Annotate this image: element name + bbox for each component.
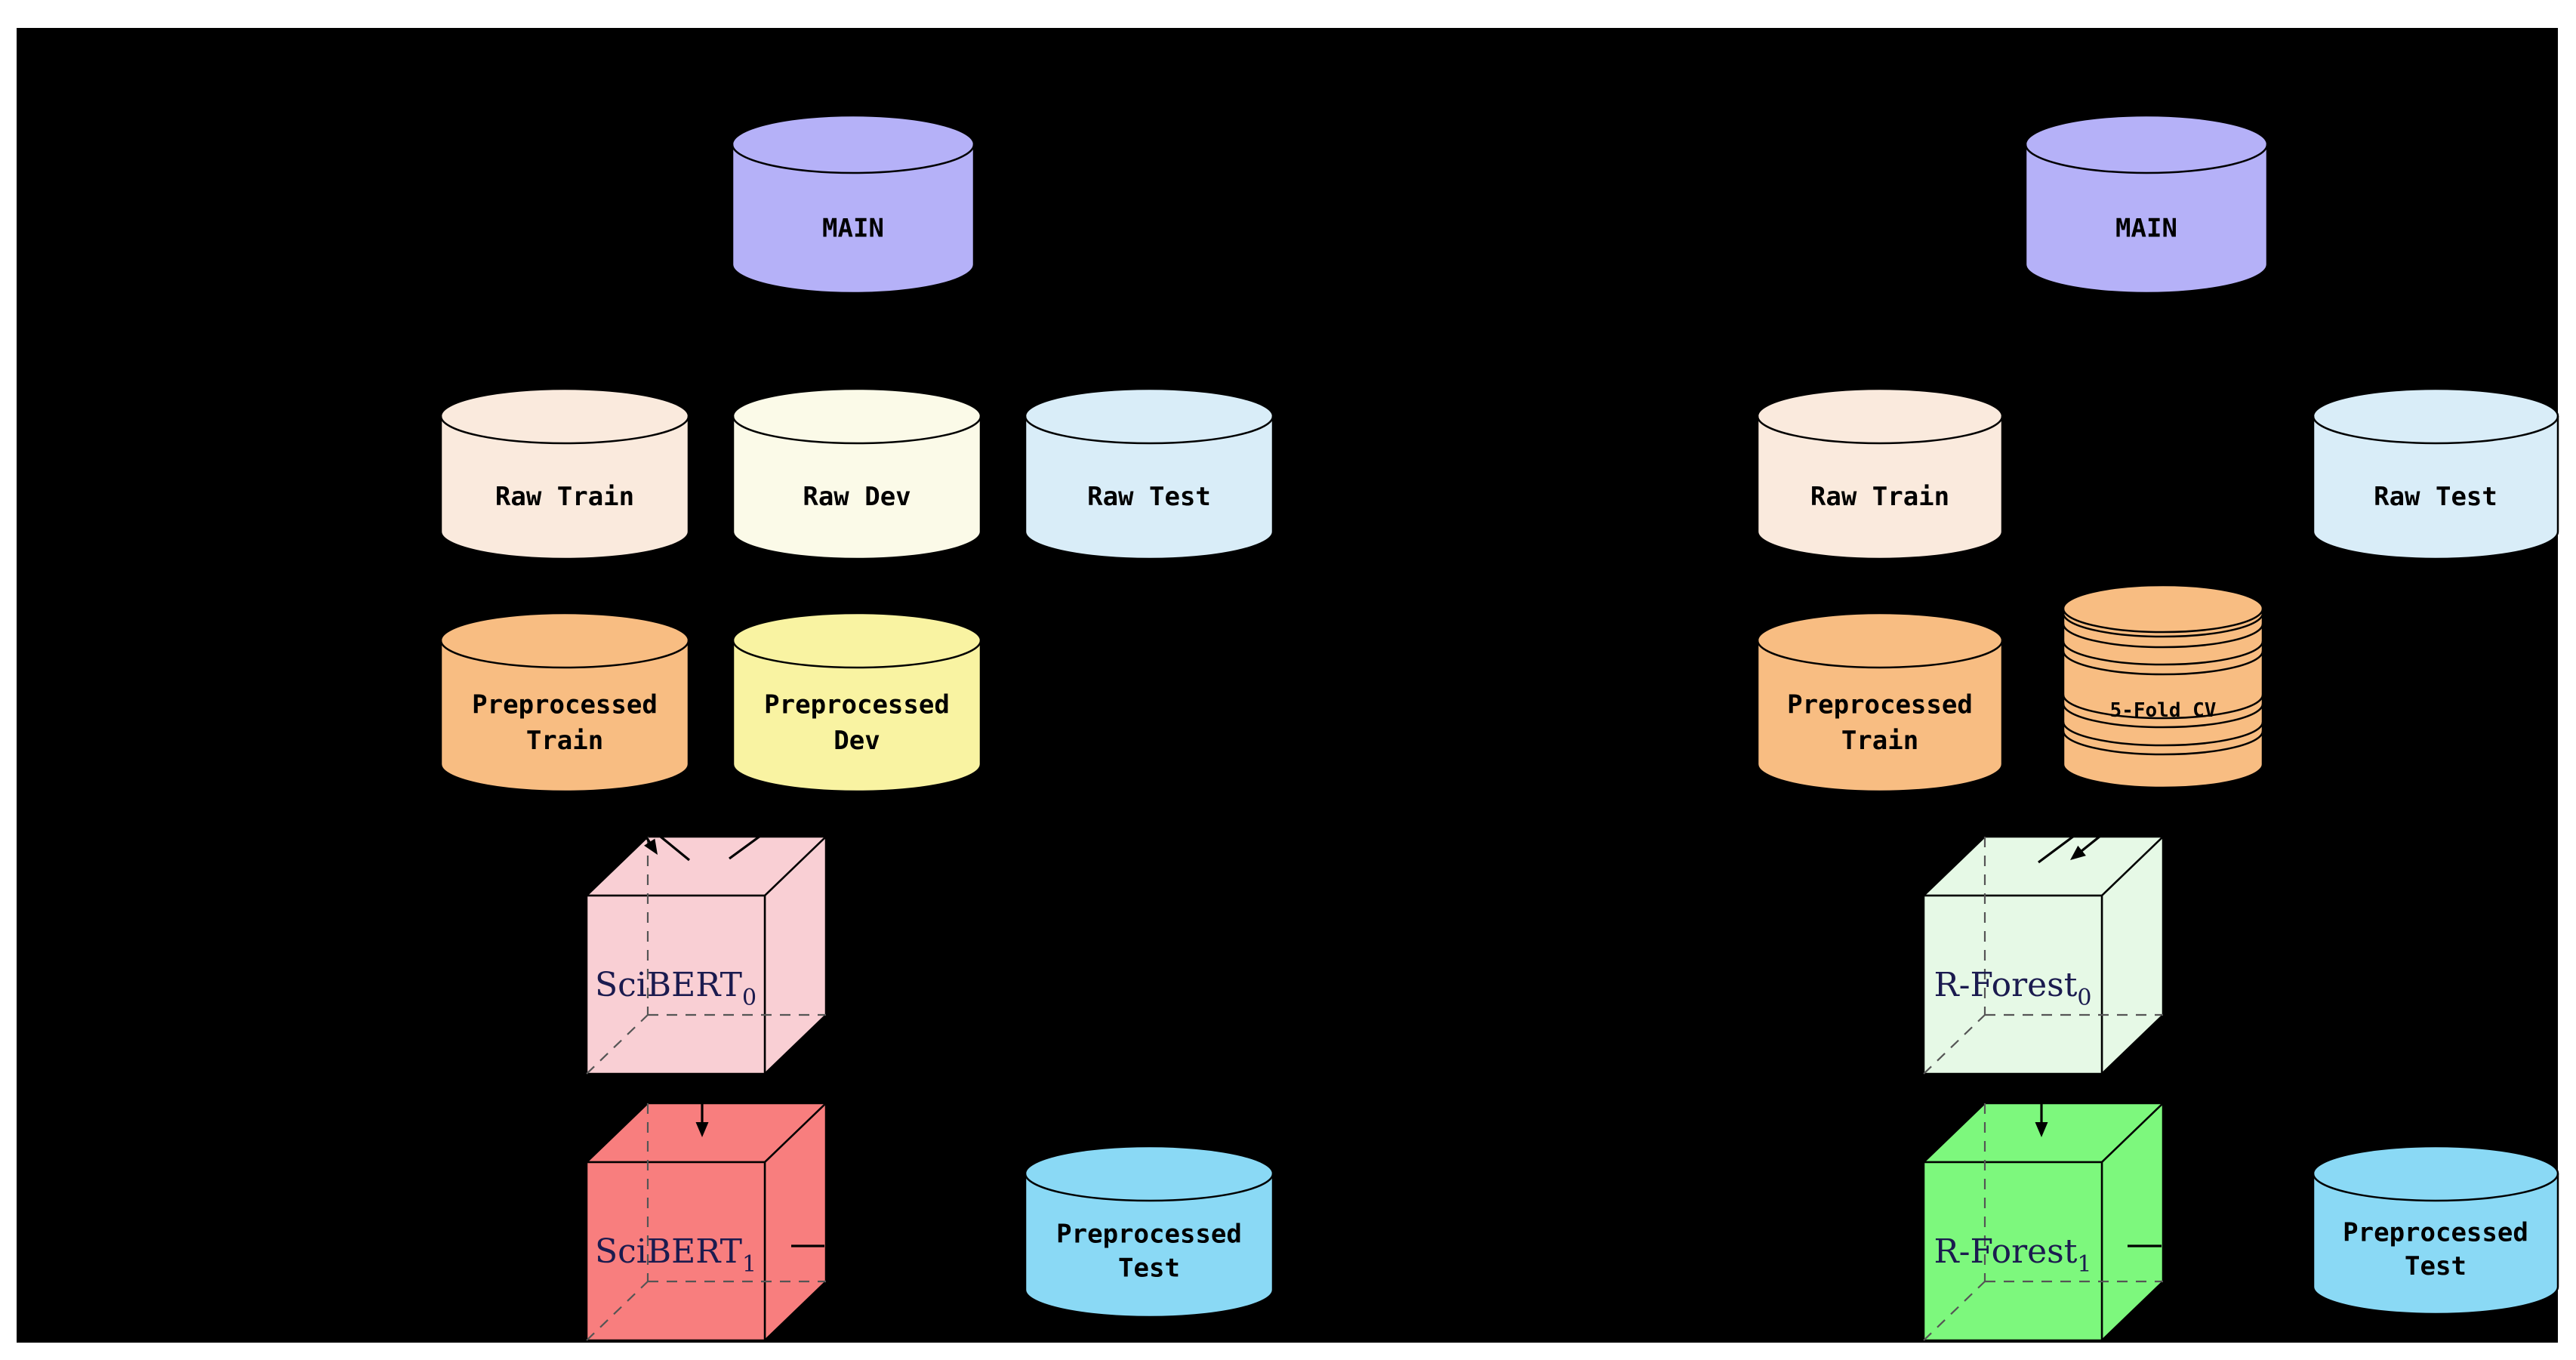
cylinder-raw-dev-label-line1: Raw Dev: [803, 482, 911, 512]
cylinder-prep-train-left-label-line2: Train: [526, 726, 603, 756]
cube-rforest0-label: R-Forest0: [1934, 966, 2091, 1011]
cylinder-raw-train-left: Raw Train: [439, 387, 690, 560]
cylinder-main-left: MAIN: [731, 114, 975, 295]
cylinder-raw-train-right: Raw Train: [1756, 387, 2004, 560]
cylinder-raw-train-left-label-line1: Raw Train: [495, 482, 634, 512]
cylinder-five-fold-cv-label-line1: 5-Fold CV: [2110, 699, 2217, 722]
cylinder-prep-test-right-label-line1: Preprocessed: [2343, 1217, 2528, 1247]
cube-rforest1: R-Forest1: [1922, 1102, 2165, 1342]
arrow-scibert0-to-scibert1: [695, 1104, 709, 1137]
cylinder-raw-test-left: Raw Test: [1024, 387, 1274, 560]
cube-scibert1-label: SciBERT1: [595, 1232, 756, 1278]
cylinder-prep-train-left-label-line1: Preprocessed: [472, 690, 658, 720]
arrow-into-rforest0-right: [2070, 834, 2101, 860]
cylinder-raw-train-right-label-line1: Raw Train: [1810, 482, 1949, 512]
cube-scibert0-label: SciBERT0: [595, 966, 756, 1011]
cylinder-main-left-label-line1: MAIN: [822, 213, 884, 243]
cylinder-five-fold-cv: 5-Fold CV: [2062, 584, 2264, 789]
cylinder-prep-train-right-label-line2: Train: [1841, 726, 1918, 756]
cylinder-prep-dev-label-line2: Dev: [834, 726, 880, 756]
cube-scibert1: SciBERT1: [585, 1102, 827, 1342]
cylinder-raw-test-right: Raw Test: [2312, 387, 2559, 560]
cube-scibert0: SciBERT0: [585, 835, 827, 1075]
cylinder-prep-test-right-label-line2: Test: [2405, 1251, 2467, 1281]
cube-rforest1-label: R-Forest1: [1934, 1232, 2091, 1278]
line-into-scibert0-mid: [659, 835, 691, 862]
cube-rforest0: R-Forest0: [1922, 835, 2165, 1075]
cylinder-raw-test-left-label-line1: Raw Test: [1087, 482, 1211, 512]
cylinder-raw-test-right-label-line1: Raw Test: [2374, 482, 2497, 512]
cylinder-prep-dev-label-line1: Preprocessed: [764, 690, 950, 720]
cylinder-prep-test-left-label-line2: Test: [1118, 1254, 1180, 1284]
cylinder-prep-train-right-label-line1: Preprocessed: [1787, 690, 1973, 720]
cylinder-main-right: MAIN: [2024, 114, 2269, 295]
line-into-rforest0-left: [2038, 834, 2075, 864]
line-into-scibert0-right: [729, 834, 761, 860]
cylinder-prep-test-left-label-line1: Preprocessed: [1056, 1220, 1242, 1250]
cylinder-raw-dev: Raw Dev: [732, 387, 982, 560]
diagram-nodes: MAIN Raw Train Raw Dev Raw TestPreprocessed…: [439, 114, 2559, 1342]
arrow-into-scibert0-left: [644, 835, 658, 855]
arrow-rforest0-to-rforest1: [2035, 1104, 2048, 1137]
arrow-fragments: [644, 834, 2162, 1247]
cylinder-main-right-label-line1: MAIN: [2115, 213, 2177, 243]
